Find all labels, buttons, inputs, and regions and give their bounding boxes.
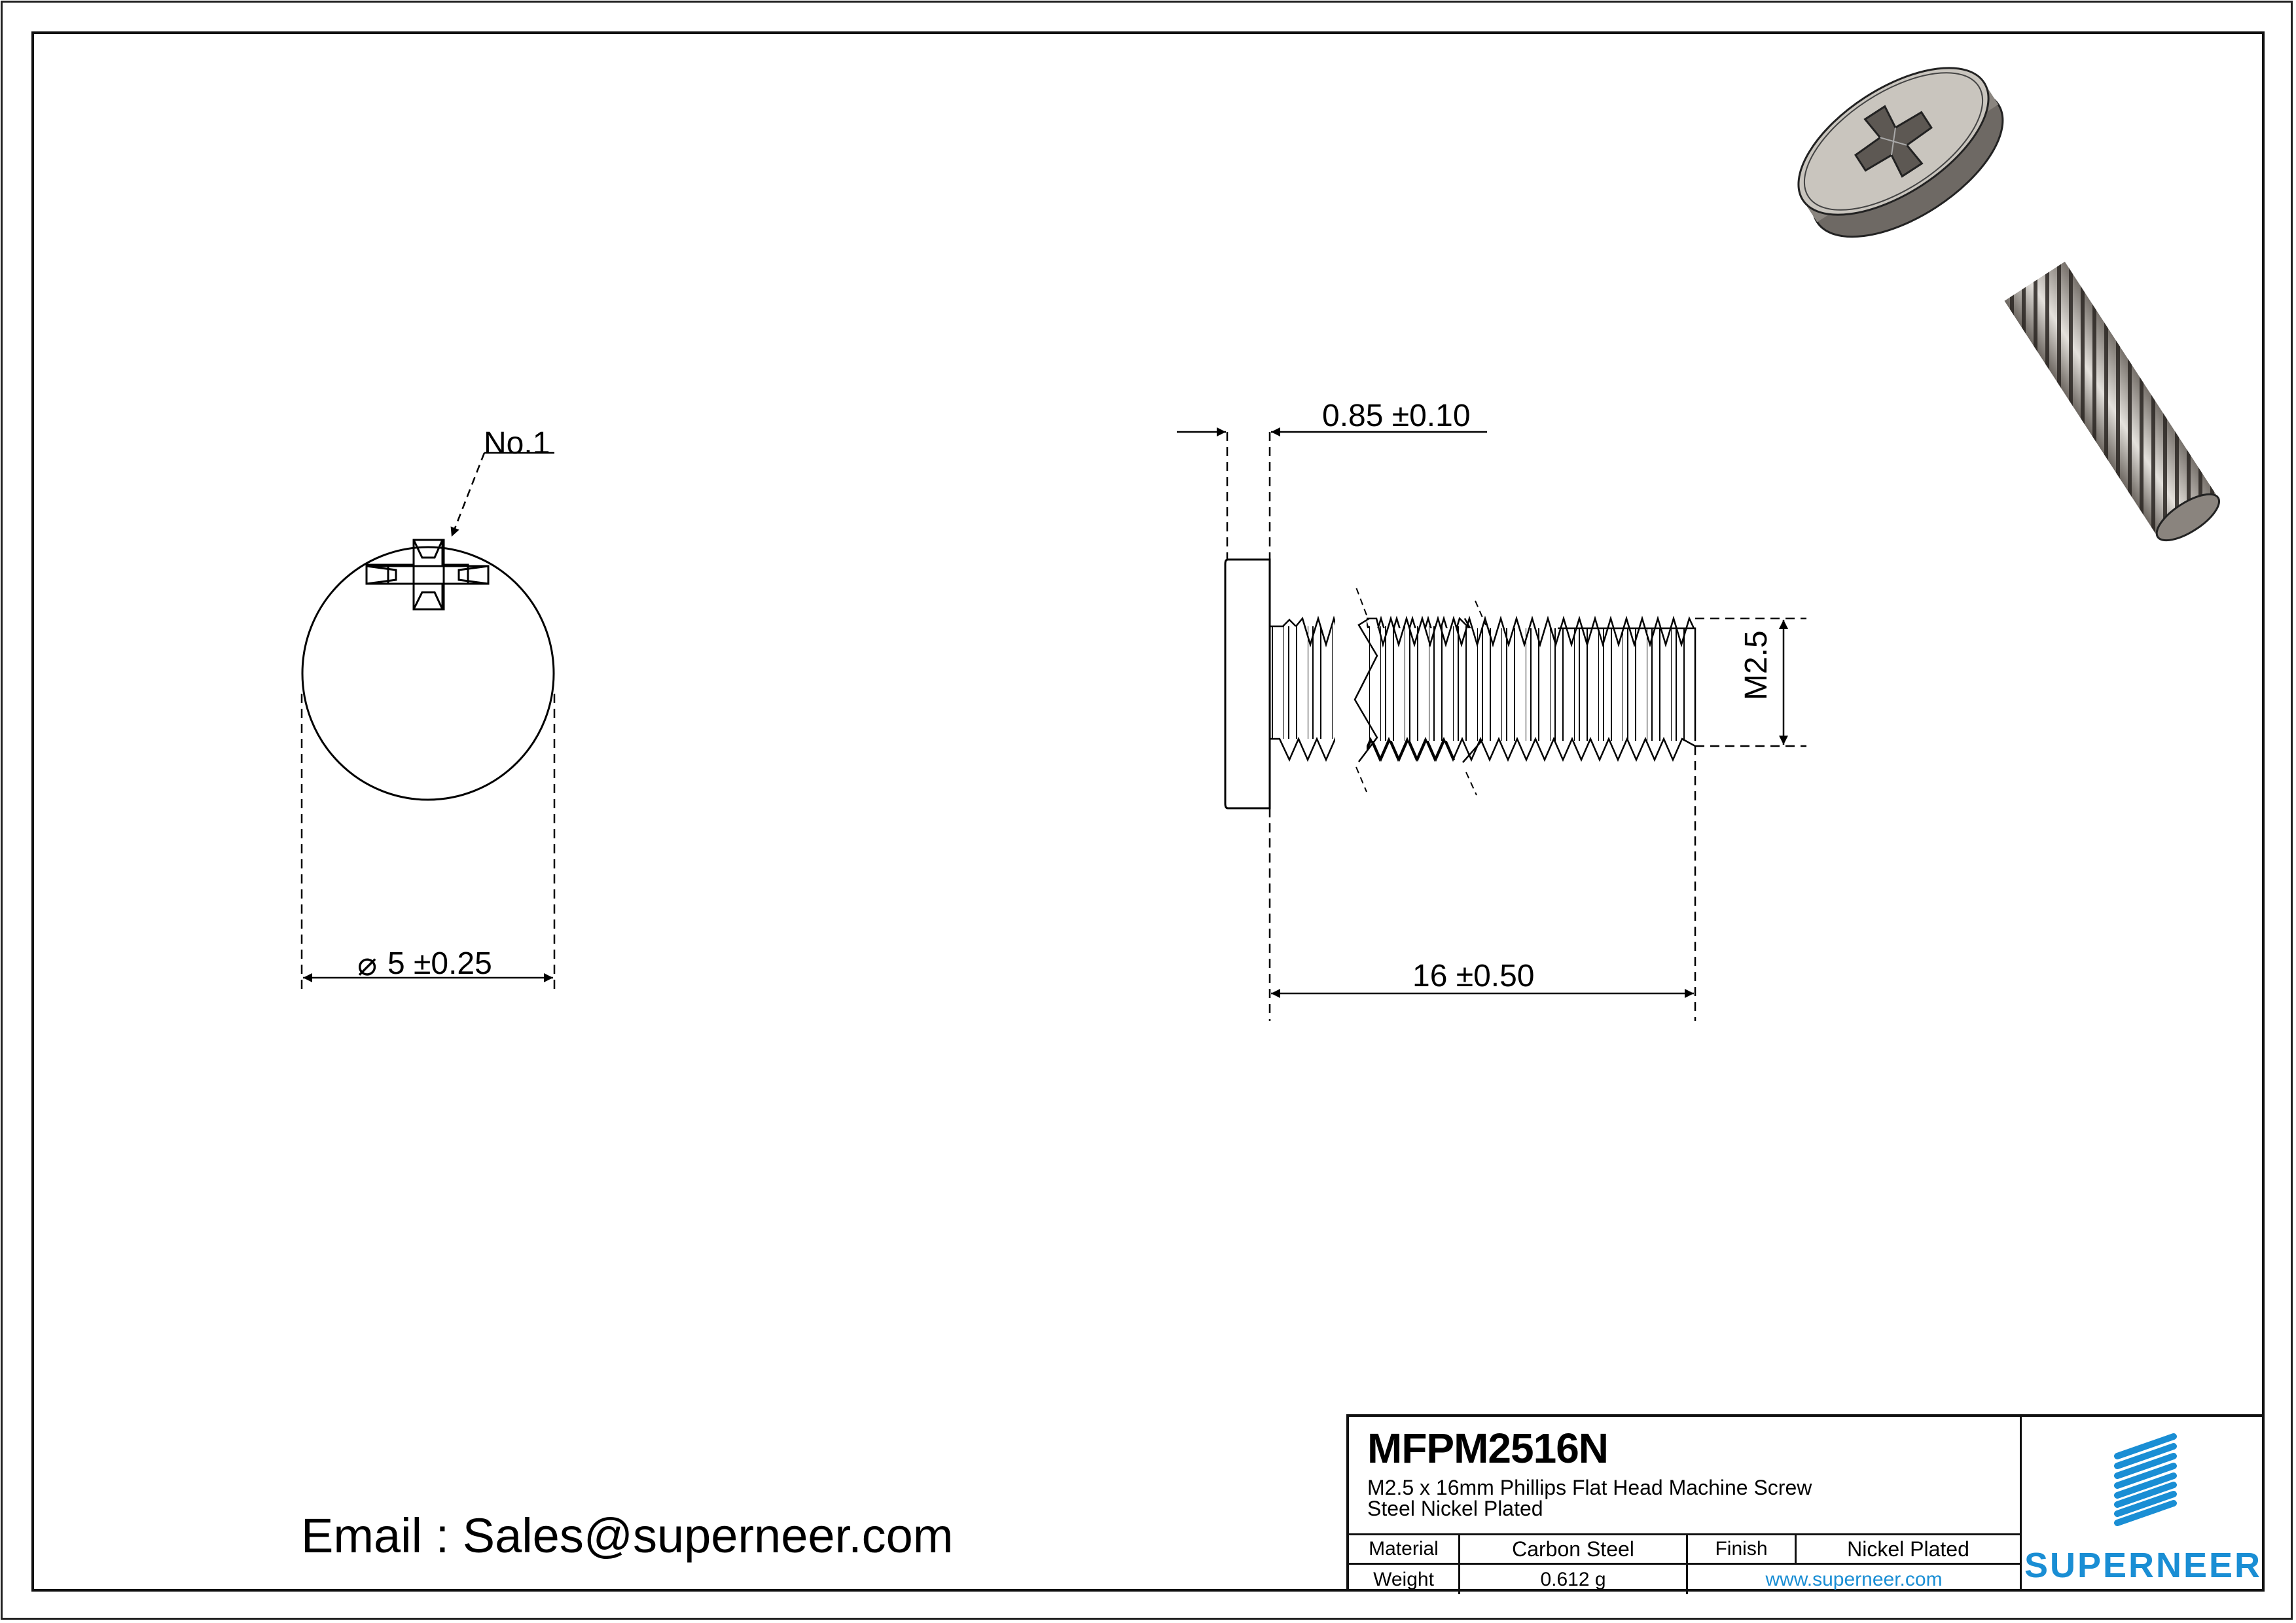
weight-row: Weight 0.612 g www.superneer.com	[1349, 1563, 2020, 1594]
part-description: M2.5 x 16mm Phillips Flat Head Machine S…	[1367, 1477, 1812, 1519]
weight-label: Weight	[1349, 1565, 1460, 1594]
weight-value: 0.612 g	[1460, 1565, 1688, 1594]
material-value: Carbon Steel	[1460, 1535, 1688, 1563]
website-link[interactable]: www.superneer.com	[1765, 1568, 1943, 1590]
title-block: MFPM2516N M2.5 x 16mm Phillips Flat Head…	[1346, 1414, 2265, 1594]
diameter-dimension: 5 ±0.25	[387, 946, 492, 981]
diameter-symbol: ⌀	[357, 946, 378, 982]
finish-label: Finish	[1688, 1535, 1797, 1563]
logo-wordmark: SUPERNEER	[2024, 1546, 2263, 1585]
superneer-stripes-icon	[2114, 1433, 2177, 1526]
callout-recess-size: No.1	[484, 426, 550, 461]
part-number: MFPM2516N	[1367, 1425, 1609, 1472]
length-dimension: 16 ±0.50	[1412, 959, 1535, 993]
phillips-recess-icon	[365, 539, 490, 611]
head-thickness-dimension: 0.85 ±0.10	[1322, 399, 1471, 433]
company-logo: SUPERNEER	[2022, 1417, 2265, 1592]
front-view	[300, 452, 556, 995]
thread-size-dimension: M2.5	[1739, 630, 1774, 700]
screw-head-outline	[301, 546, 555, 801]
side-view	[1177, 427, 1806, 1021]
thread-section-right	[1335, 585, 1696, 793]
material-label: Material	[1349, 1535, 1460, 1563]
finish-value: Nickel Plated	[1847, 1537, 1969, 1561]
contact-email[interactable]: Email : Sales@superneer.com	[301, 1508, 954, 1563]
title-block-info: MFPM2516N M2.5 x 16mm Phillips Flat Head…	[1349, 1417, 2022, 1594]
description-line-1: M2.5 x 16mm Phillips Flat Head Machine S…	[1367, 1476, 1812, 1499]
isometric-screw-render	[1797, 67, 2221, 542]
drawing-frame	[31, 31, 2265, 1592]
description-line-2: Steel Nickel Plated	[1367, 1497, 1543, 1520]
material-finish-row: Material Carbon Steel Finish Nickel Plat…	[1349, 1533, 2020, 1563]
